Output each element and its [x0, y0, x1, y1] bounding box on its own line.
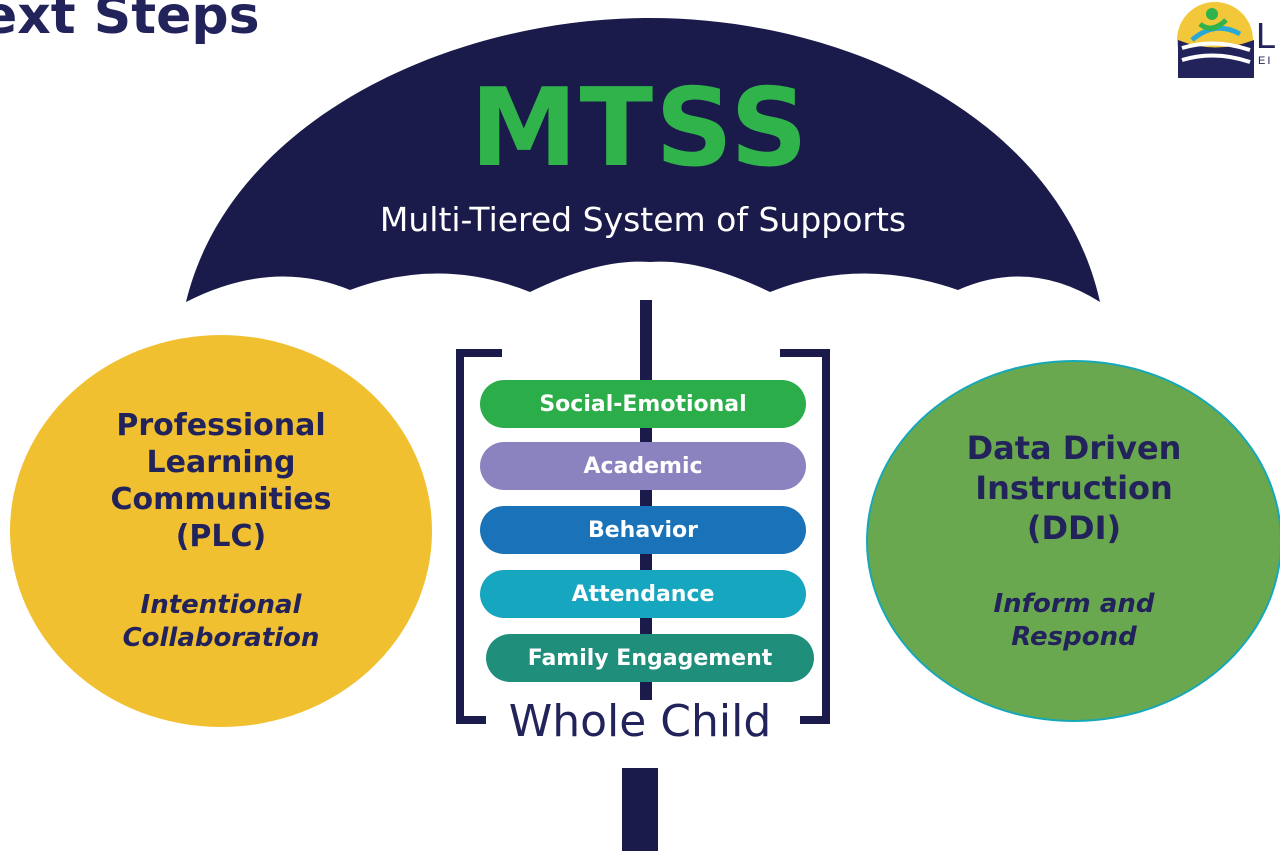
plc-tagline-line: Intentional [140, 590, 302, 620]
school-district-logo-icon: L EI [1177, 2, 1276, 78]
ddi-heading-line: Instruction [975, 469, 1173, 507]
social-emotional-pill: Social-Emotional [480, 380, 806, 428]
plc-heading-line: (PLC) [175, 519, 267, 554]
ddi-circle: Data Driven Instruction (DDI) Inform and… [866, 360, 1280, 722]
plc-tagline-line: Collaboration [122, 623, 320, 653]
umbrella-handle [622, 768, 658, 851]
mtss-subtitle: Multi-Tiered System of Supports [379, 200, 907, 239]
attendance-pill: Attendance [480, 570, 806, 618]
ddi-heading-line: Data Driven [966, 429, 1182, 467]
mtss-heading: MTSS [470, 66, 810, 191]
plc-heading: Professional Learning Communities (PLC) [111, 407, 332, 555]
whole-child-label: Whole Child [508, 696, 772, 747]
behavior-pill: Behavior [480, 506, 806, 554]
plc-heading-line: Communities [110, 482, 332, 517]
ddi-tagline-line: Respond [1011, 622, 1137, 652]
plc-circle: Professional Learning Communities (PLC) … [10, 335, 432, 727]
academic-pill: Academic [480, 442, 806, 490]
right-bracket [780, 349, 830, 724]
logo-letter: L [1256, 15, 1276, 56]
ddi-heading: Data Driven Instruction (DDI) [967, 428, 1182, 548]
page-title: ext Steps [0, 0, 260, 46]
plc-heading-line: Professional [116, 408, 326, 443]
left-bracket [456, 349, 502, 724]
plc-heading-line: Learning [146, 445, 296, 480]
ddi-tagline-line: Inform and [993, 589, 1155, 619]
umbrella-canopy [186, 18, 1100, 302]
family-engagement-pill: Family Engagement [486, 634, 814, 682]
ddi-tagline: Inform and Respond [994, 588, 1155, 654]
plc-tagline: Intentional Collaboration [123, 589, 320, 655]
ddi-heading-line: (DDI) [1026, 509, 1122, 547]
logo-fragment: EI [1258, 55, 1272, 67]
